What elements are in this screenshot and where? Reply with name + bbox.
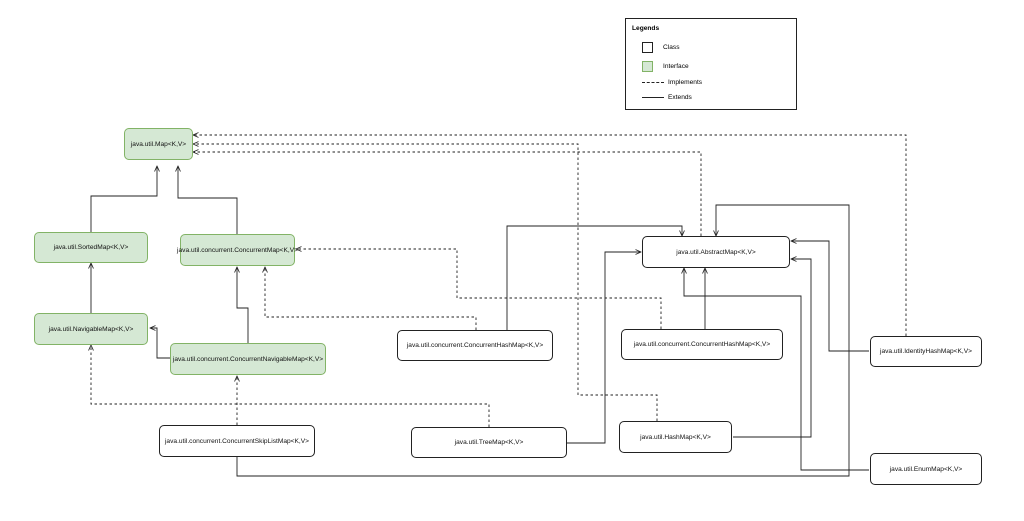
node-concurrent-navigable-map[interactable]: java.util.concurrent.ConcurrentNavigable… xyxy=(170,343,326,375)
node-concurrent-map[interactable]: java.util.concurrent.ConcurrentMap<K,V> xyxy=(177,234,298,266)
legend-class-label: Class xyxy=(663,44,680,51)
node-navigable-map[interactable]: java.util.NavigableMap<K,V> xyxy=(34,313,148,345)
edge-enummap-extends-abstractmap xyxy=(684,268,869,471)
node-abstract-map[interactable]: java.util.AbstractMap<K,V> xyxy=(642,236,790,268)
edge-treemap-implements-navigablemap xyxy=(91,345,490,427)
edge-sortedmap-extends-map xyxy=(90,166,157,232)
edge-cnavmap-extends-concurrentmap xyxy=(237,267,249,343)
class-swatch-icon xyxy=(642,42,653,53)
node-map[interactable]: java.util.Map<K,V> xyxy=(124,128,193,160)
legend-interface-label: Interface xyxy=(663,63,689,70)
legend-implements-label: Implements xyxy=(668,79,703,86)
node-concurrent-hash-map[interactable]: java.util.concurrent.ConcurrentHashMap<K… xyxy=(397,330,553,361)
edge-chm1-extends-abstractmap xyxy=(506,225,682,330)
edge-identityhashmap-implements-map xyxy=(193,135,907,336)
node-enum-map[interactable]: java.util.EnumMap<K,V> xyxy=(870,453,982,485)
legend-panel: Legends Class Interface Implements Exten… xyxy=(625,18,797,110)
edge-cnavmap-extends-navigablemap xyxy=(150,328,170,359)
edge-chm1-implements-concurrentmap xyxy=(265,267,477,330)
node-concurrent-skip-list-map[interactable]: java.util.concurrent.ConcurrentSkipListM… xyxy=(159,425,315,457)
interface-swatch-icon xyxy=(642,61,653,72)
legend-row-implements: Implements xyxy=(642,79,702,86)
edge-concurrentmap-extends-map xyxy=(178,166,238,234)
node-tree-map[interactable]: java.util.TreeMap<K,V> xyxy=(411,427,567,458)
node-identity-hash-map[interactable]: java.util.IdentityHashMap<K,V> xyxy=(870,336,982,367)
legend-row-interface: Interface xyxy=(642,61,689,72)
node-hash-map[interactable]: java.util.HashMap<K,V> xyxy=(619,421,732,453)
dashed-line-icon xyxy=(642,82,664,83)
solid-line-icon xyxy=(642,97,664,98)
legend-title: Legends xyxy=(632,25,660,32)
legend-row-class: Class xyxy=(642,42,680,53)
legend-row-extends: Extends xyxy=(642,94,692,101)
edge-hashmap-extends-abstractmap xyxy=(733,259,812,438)
edge-identityhashmap-extends-abstractmap xyxy=(791,241,869,352)
legend-extends-label: Extends xyxy=(668,94,692,101)
edge-skiplist-extends-abstractmap xyxy=(236,204,850,477)
edge-chm2-implements-concurrentmap xyxy=(296,249,662,329)
node-sorted-map[interactable]: java.util.SortedMap<K,V> xyxy=(34,232,148,263)
edge-treemap-extends-abstractmap xyxy=(567,252,641,444)
node-concurrent-hash-map-2[interactable]: java.util.concurrent.ConcurrentHashMap<K… xyxy=(621,329,783,360)
edge-hashmap-implements-map xyxy=(193,144,658,421)
edge-abstractmap-implements-map xyxy=(193,152,702,236)
